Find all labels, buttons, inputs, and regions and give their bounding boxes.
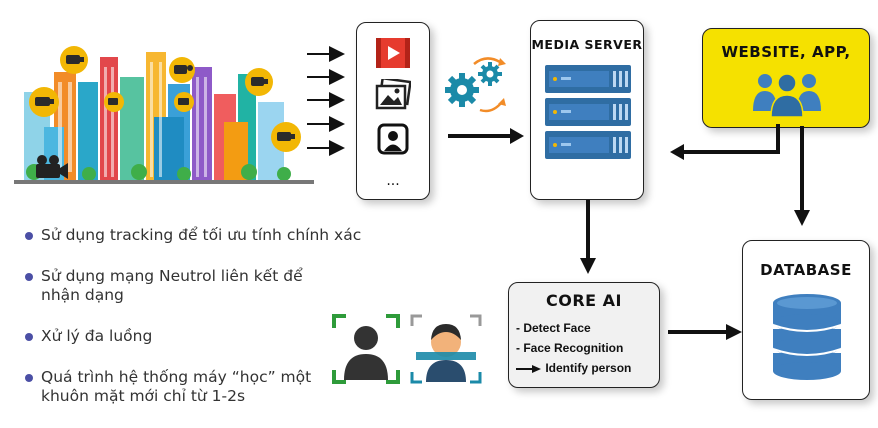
server-rack-icon <box>545 65 631 159</box>
person-photo-icon <box>377 123 409 155</box>
camera-icon <box>29 87 59 117</box>
video-camera-icon <box>36 155 68 179</box>
database-title: DATABASE <box>760 261 852 279</box>
core-ai-line-recognition: - Face Recognition <box>516 341 624 355</box>
arrow-to-media-server <box>448 128 524 144</box>
media-server-title: MEDIA SERVER <box>531 37 643 52</box>
users-group-icon <box>753 73 821 118</box>
face-scan-icon <box>410 314 482 384</box>
camera-icon <box>104 92 124 112</box>
website-app-box: WEBSITE, APP, <box>702 28 870 128</box>
more-media-label: ... <box>386 173 400 189</box>
video-icon <box>376 38 410 68</box>
database-box: DATABASE <box>742 240 870 400</box>
face-detection-icon <box>332 314 400 384</box>
arrow-right-icon <box>516 364 541 373</box>
camera-icon <box>245 68 273 96</box>
image-gallery-icon <box>375 79 411 110</box>
arrow-website-to-server <box>670 124 780 160</box>
core-ai-line-identify: Identify person <box>516 358 631 378</box>
city-illustration <box>14 46 314 184</box>
list-item: Sử dụng mạng Neutrol liên kết để nhận dạ… <box>25 267 331 305</box>
core-ai-list: - Detect Face - Face Recognition Identif… <box>516 318 631 378</box>
camera-icon <box>60 46 88 74</box>
core-ai-line-detect: - Detect Face <box>516 321 591 335</box>
feature-bullet-list: Sử dụng tracking để tối ưu tính chính xá… <box>25 226 435 428</box>
camera-icon <box>169 57 195 83</box>
media-input-box: ... <box>356 22 430 200</box>
arrow-website-to-database <box>794 126 810 226</box>
website-app-title: WEBSITE, APP, <box>721 43 851 61</box>
camera-icon <box>271 122 301 152</box>
gears-icon <box>445 57 506 113</box>
arrow-server-to-core-ai <box>580 200 596 274</box>
input-arrows <box>307 46 345 156</box>
core-ai-title: CORE AI <box>546 291 622 310</box>
arrow-core-ai-to-database <box>668 324 742 340</box>
list-item: Xử lý đa luồng <box>25 327 435 346</box>
list-item: Sử dụng tracking để tối ưu tính chính xá… <box>25 226 441 245</box>
camera-icon <box>174 92 194 112</box>
database-icon <box>772 294 842 380</box>
list-item: Quá trình hệ thống máy “học” một khuôn m… <box>25 368 331 406</box>
media-server-box: MEDIA SERVER <box>530 20 644 200</box>
